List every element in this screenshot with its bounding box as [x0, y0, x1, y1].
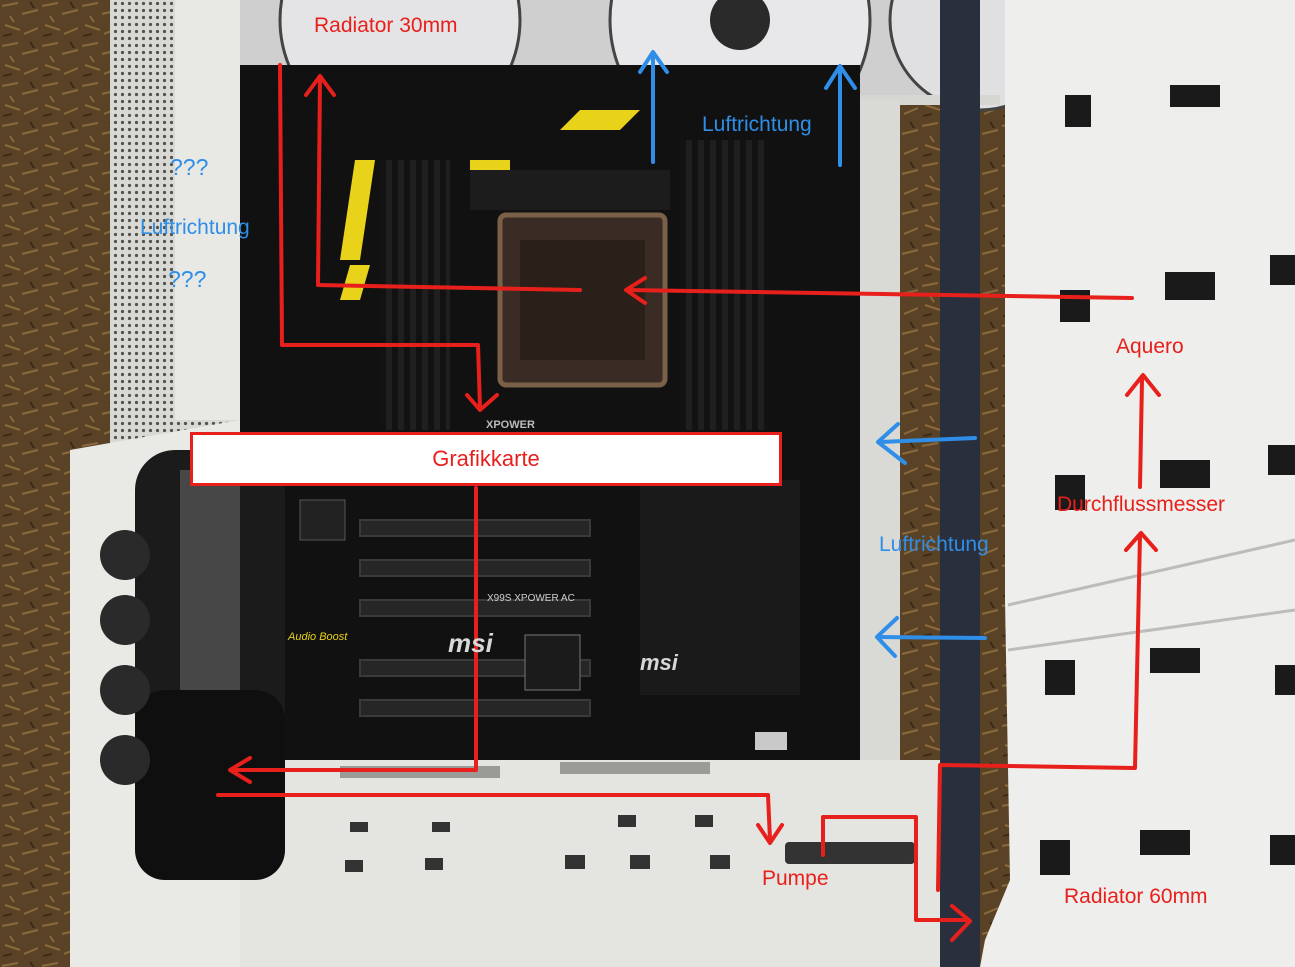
radiator-top-label: Radiator 30mm [314, 14, 458, 37]
board-model-text: X99S XPOWER AC [487, 593, 575, 604]
audio-boost-text: Audio Boost [288, 631, 348, 643]
airflow-left-label: Luftrichtung [140, 216, 250, 239]
question-top-label: ??? [170, 154, 209, 180]
radiator-bottom-label: Radiator 60mm [1064, 885, 1208, 908]
flow-meter-label: Durchflussmesser [1057, 493, 1226, 516]
case-right-panel [980, 0, 1295, 967]
aquero-label: Aquero [1116, 335, 1184, 358]
airflow-top-label: Luftrichtung [702, 113, 812, 136]
case-floor [240, 760, 980, 967]
case-side-panel [940, 0, 980, 967]
board-brand-right: msi [640, 650, 678, 675]
graphics-card-label: Grafikkarte [432, 446, 540, 471]
board-xpower-text: XPOWER [486, 419, 535, 431]
board-brand-left: msi [448, 628, 493, 658]
airflow-right-label: Luftrichtung [879, 533, 989, 556]
coolant-path-lines [216, 63, 1161, 942]
airflow-arrows [638, 50, 987, 658]
question-bottom-label: ??? [168, 266, 207, 292]
case-left-frame [175, 0, 240, 420]
graphics-card-box: Grafikkarte [190, 432, 782, 486]
pump-label: Pumpe [762, 867, 829, 890]
